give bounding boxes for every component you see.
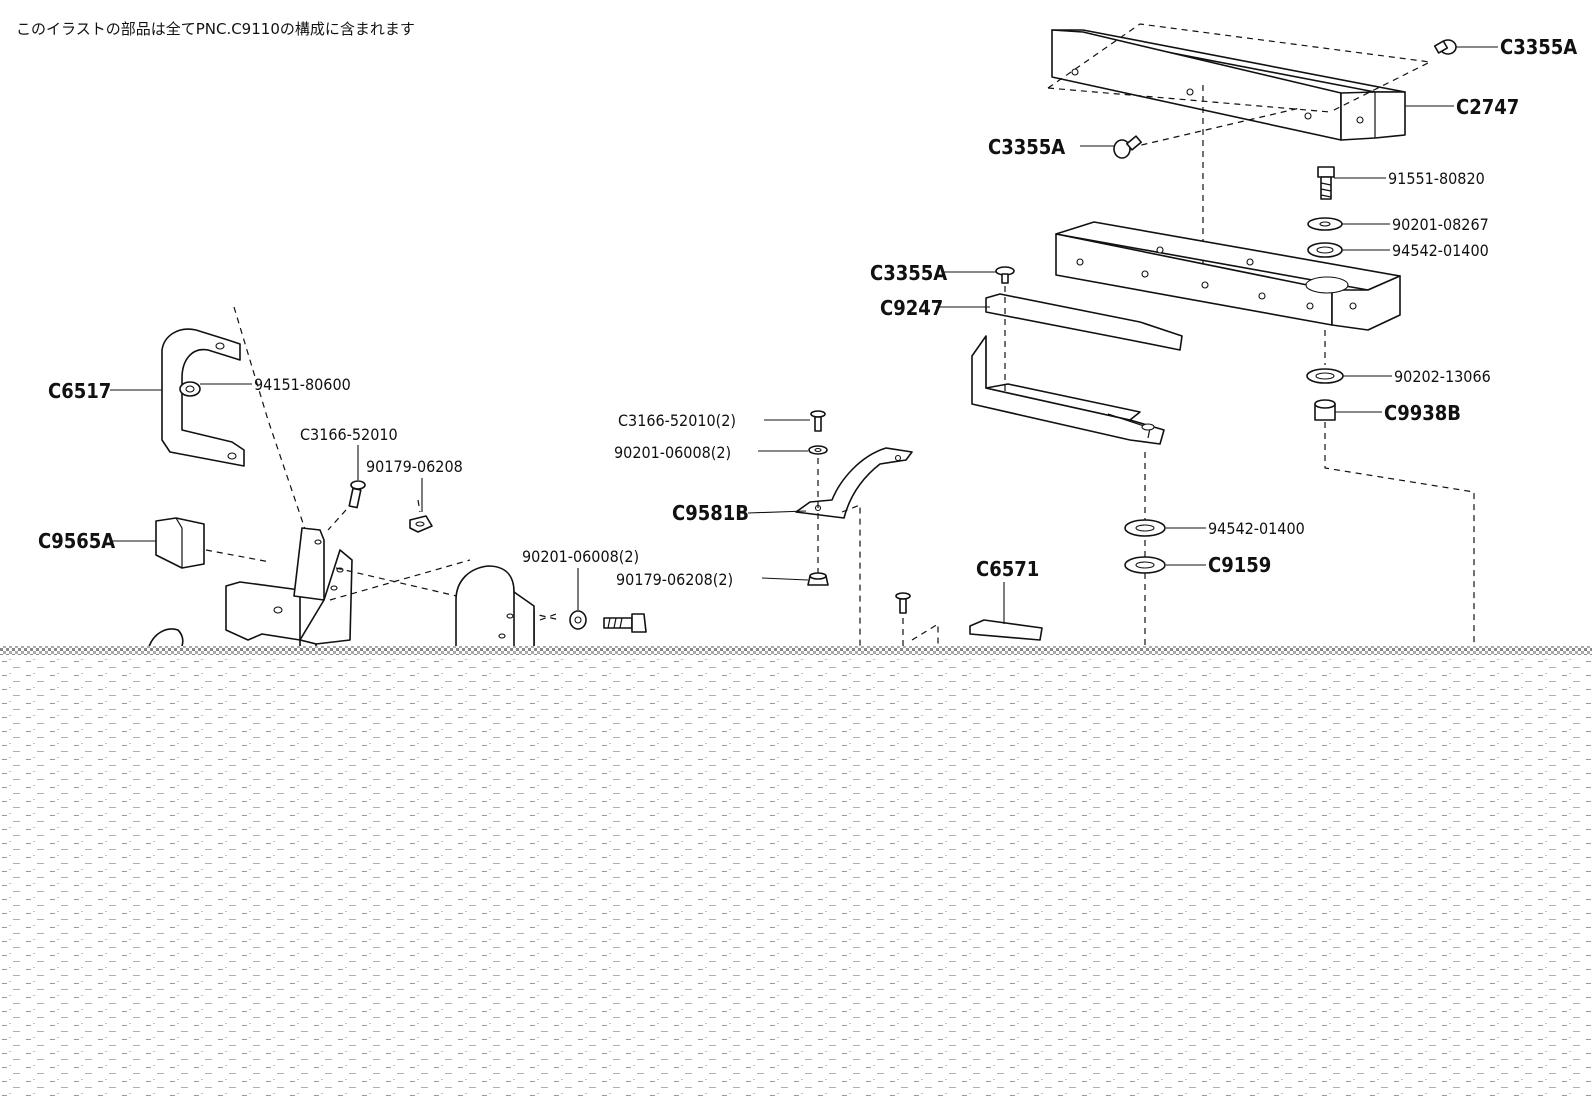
label-c9565a: C9565A (38, 529, 115, 553)
nut-90179-a (409, 515, 433, 533)
channel-c2747 (1051, 29, 1406, 141)
label-90201-06008-2-a: 90201-06008(2) (614, 443, 731, 462)
label-c3355a-low: C3355A (870, 261, 947, 285)
bracket-c9247 (971, 293, 1183, 445)
scan-noise-area (0, 655, 1592, 1099)
label-c6571: C6571 (976, 557, 1039, 581)
bolt-91551 (1317, 166, 1335, 200)
nut-90179-b (807, 572, 829, 586)
label-c3166-52010: C3166-52010 (300, 425, 398, 444)
label-94542-01400-bottom: 94542-01400 (1208, 519, 1305, 538)
crossmember (1055, 221, 1401, 331)
clip-c3355a-top (1433, 39, 1457, 55)
bolt-small (895, 592, 911, 614)
label-90201-06008-2-b: 90201-06008(2) (522, 547, 639, 566)
diagram-note: このイラストの部品は全てPNC.C9110の構成に含まれます (16, 20, 415, 38)
screw-c3166-b (810, 410, 826, 432)
label-94542-01400-top: 94542-01400 (1392, 241, 1489, 260)
leader-lines (110, 46, 1498, 624)
label-90201-08267: 90201-08267 (1392, 215, 1489, 234)
label-c3355a-mid: C3355A (988, 135, 1065, 159)
saddle-bracket (455, 565, 535, 651)
bolt-c3166-a (348, 480, 366, 509)
label-c9938b: C9938B (1384, 401, 1461, 425)
clip-c3355a-low (995, 266, 1015, 284)
label-90202-13066: 90202-13066 (1394, 367, 1491, 386)
collar-c9938b (1314, 399, 1336, 421)
mount-bracket-left (225, 527, 353, 651)
label-c3166-52010-2: C3166-52010(2) (618, 411, 736, 430)
label-c2747: C2747 (1456, 95, 1519, 119)
label-94151-80600: 94151-80600 (254, 375, 351, 394)
part-labels: C3355A C2747 C3355A 91551-80820 90201-08… (38, 35, 1577, 589)
label-c3355a-top: C3355A (1500, 35, 1577, 59)
label-91551-80820: 91551-80820 (1388, 169, 1485, 188)
channel-outline-dashed (1047, 23, 1433, 113)
label-90179-06208: 90179-06208 (366, 457, 463, 476)
nut-94151 (179, 381, 201, 397)
bracket-c6517 (161, 328, 245, 467)
label-90179-06208-2: 90179-06208(2) (616, 570, 733, 589)
label-c9247: C9247 (880, 296, 943, 320)
label-c9581b: C9581B (672, 501, 749, 525)
bolt-long (603, 613, 647, 633)
label-c9159: C9159 (1208, 553, 1271, 577)
pad-c6571 (969, 619, 1043, 641)
scan-noise-band (0, 646, 1592, 655)
label-c6517: C6517 (48, 379, 111, 403)
clip-c3355a-mid (1113, 135, 1142, 159)
